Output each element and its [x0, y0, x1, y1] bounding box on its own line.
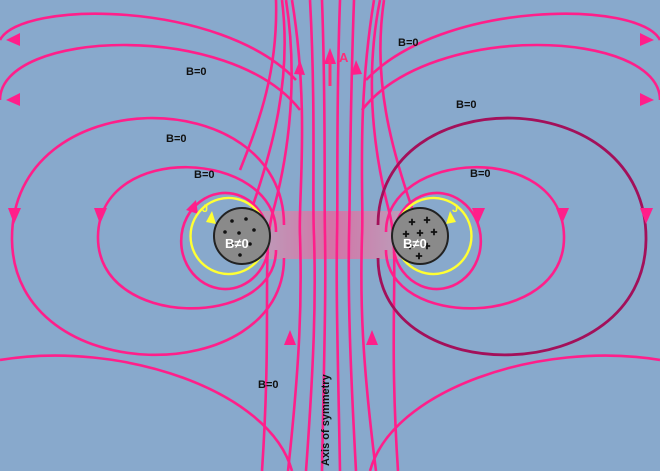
field-arrows: [6, 33, 654, 345]
current-in-cross: [430, 228, 438, 236]
arrow-right-loop-1: [472, 208, 485, 224]
arrow-up-bottom-right: [366, 330, 378, 345]
central-field-line-3: [320, 0, 327, 471]
right-loop-6: [368, 354, 660, 471]
arrow-up-center: [324, 48, 336, 64]
current-in-cross: [423, 216, 431, 224]
spread-line-left-2: [250, 0, 286, 209]
left-loop-6: [0, 354, 294, 471]
central-field-line-6: [360, 0, 378, 471]
right-loop-5: [365, 12, 660, 81]
current-out-dot: [223, 230, 227, 234]
arrow-left-top: [6, 33, 20, 46]
right-loop-2: [384, 166, 566, 310]
arrow-right-top: [640, 33, 654, 46]
central-field-line-1: [286, 0, 304, 471]
label-b-zero-right-1: B=0: [456, 99, 477, 111]
current-loop-right: [398, 196, 473, 276]
arrow-left-loop-1: [186, 200, 198, 214]
left-loop-1: [179, 191, 270, 291]
arrow-left-loop-2: [94, 208, 107, 224]
right-loop-3: [376, 116, 648, 357]
current-out-dot: [237, 231, 241, 235]
label-current-right: J: [452, 203, 458, 215]
current-in-cross: [406, 242, 414, 250]
central-field-line-4: [335, 0, 342, 471]
label-b-nonzero-right: B≠0: [403, 236, 427, 251]
current-out-dot: [238, 253, 242, 257]
label-axis-of-symmetry: Axis of symmetry: [320, 373, 332, 466]
conductor-right-crosses: [402, 216, 438, 260]
current-out-dot: [252, 228, 256, 232]
current-arrow-left-icon: [206, 211, 216, 224]
current-out-dot: [230, 219, 234, 223]
conductor-left-dots: [223, 217, 256, 257]
arrow-right-loop-2: [556, 208, 569, 224]
label-b-zero-bottom: B=0: [258, 379, 279, 391]
label-b-nonzero-left: B≠0: [225, 236, 249, 251]
spread-line-right-2: [379, 0, 414, 209]
arrow-right-upper: [640, 93, 654, 106]
left-loop-4: [0, 43, 302, 111]
current-in-cross: [423, 242, 431, 250]
current-loops: [189, 196, 473, 276]
current-out-dot: [244, 217, 248, 221]
arrow-left-loop-3: [8, 208, 21, 224]
right-loop-1: [392, 191, 483, 291]
right-loop-4: [360, 43, 660, 111]
left-loop-2: [96, 166, 278, 310]
label-b-zero-right-2: B=0: [470, 168, 491, 180]
current-in-cross: [416, 229, 424, 237]
current-loop-left: [189, 196, 264, 276]
spread-line-left-1: [260, 0, 293, 471]
label-b-zero-left-1: B=0: [186, 66, 207, 78]
central-field-line-5: [347, 0, 358, 471]
current-arrow-right-icon: [446, 211, 456, 224]
label-b-zero-top-right: B=0: [398, 37, 419, 49]
current-out-dot: [248, 242, 252, 246]
arrow-up-right-1: [351, 60, 362, 75]
arrow-up-bottom-left: [284, 330, 296, 345]
label-b-zero-left-2: B=0: [166, 133, 187, 145]
current-in-cross: [408, 218, 416, 226]
arrow-right-loop-3: [640, 208, 653, 224]
current-in-cross: [402, 230, 410, 238]
label-current-left: J: [202, 203, 208, 215]
current-out-dot: [230, 242, 234, 246]
arrow-left-upper: [6, 93, 20, 106]
label-b-zero-left-3: B=0: [194, 169, 215, 181]
central-field-line-2: [304, 0, 317, 471]
spread-line-left-3: [238, 0, 278, 171]
left-loop-3: [10, 116, 286, 357]
current-in-cross: [415, 252, 423, 260]
spread-line-right-1: [370, 0, 400, 471]
arrow-up-left-1: [294, 60, 305, 75]
conductor-left: [213, 207, 271, 265]
label-vector-potential: A: [339, 50, 349, 65]
left-loop-5: [0, 12, 297, 81]
